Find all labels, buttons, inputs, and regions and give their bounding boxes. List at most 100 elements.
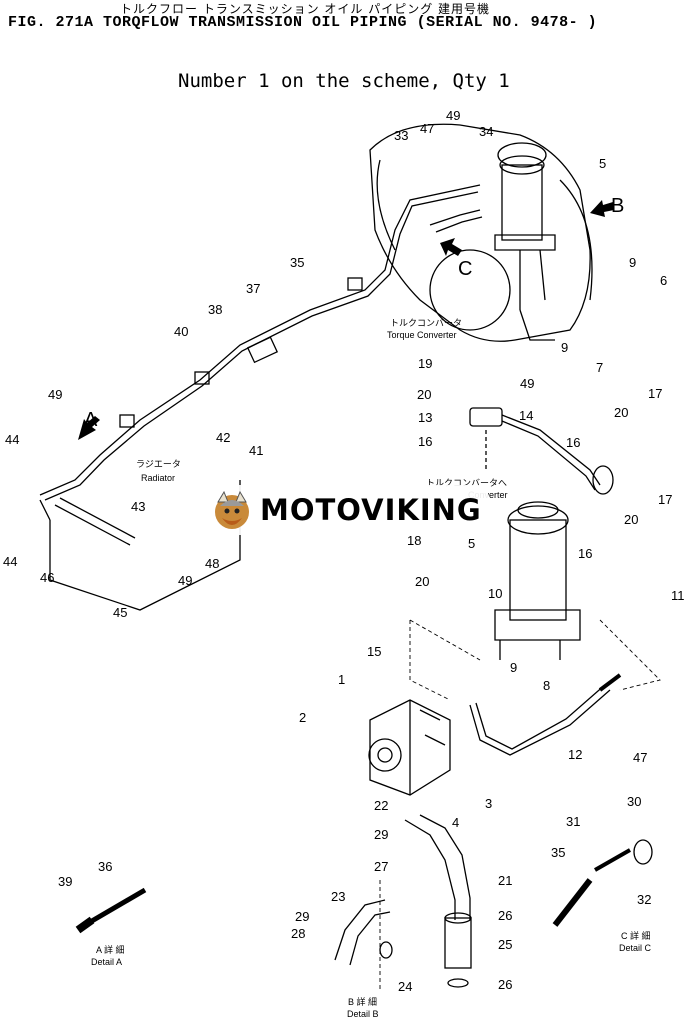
detail-a-part (75, 887, 147, 934)
callout-44: 44 (3, 554, 17, 569)
callout-39: 39 (58, 874, 72, 889)
callout-34: 34 (479, 124, 493, 139)
suction-pipe (404, 814, 472, 988)
callout-49: 49 (178, 573, 192, 588)
caption-detail-c-jp: C 詳 細 (621, 930, 651, 941)
callout-49: 49 (48, 387, 62, 402)
callout-19: 19 (418, 356, 432, 371)
callout-2: 2 (299, 710, 306, 725)
oil-filter-top (494, 142, 556, 310)
callout-41: 41 (249, 443, 263, 458)
callout-24: 24 (398, 979, 412, 994)
callout-36: 36 (98, 859, 112, 874)
callout-37: 37 (246, 281, 260, 296)
callout-17: 17 (648, 386, 662, 401)
caption-detail-a-jp: A 詳 細 (96, 944, 125, 955)
callout-35: 35 (290, 255, 304, 270)
viking-logo-icon (215, 490, 249, 529)
callout-20: 20 (415, 574, 429, 589)
watermark-text: MOTOVIKING (260, 493, 482, 527)
callout-9: 9 (561, 340, 568, 355)
callout-29: 29 (374, 827, 388, 842)
callout-28: 28 (291, 926, 305, 941)
callout-9: 9 (629, 255, 636, 270)
callout-7: 7 (596, 360, 603, 375)
caption-torque-converter-jp: トルクコンバータ (390, 318, 462, 328)
caption-to-torque-converter-jp: トルクコンバータへ (426, 478, 507, 488)
callout-22: 22 (374, 798, 388, 813)
callout-4: 4 (452, 815, 459, 830)
oil-filter-bottom (494, 501, 581, 660)
callout-1: 1 (338, 672, 345, 687)
caption-detail-b: Detail B (347, 1009, 379, 1019)
caption-radiator-jp: ラジエータ (136, 459, 181, 469)
detail-b-elbow (334, 899, 393, 966)
callout-11: 11 (671, 588, 685, 603)
caption-torque-converter: Torque Converter (387, 330, 457, 340)
arrow-b-label: B (611, 195, 624, 217)
callout-32: 32 (637, 892, 651, 907)
callout-18: 18 (407, 533, 421, 548)
callout-47: 47 (420, 121, 434, 136)
callout-3: 3 (485, 796, 492, 811)
callout-17: 17 (658, 492, 672, 507)
callout-35: 35 (551, 845, 565, 860)
callout-45: 45 (113, 605, 127, 620)
callout-26: 26 (498, 908, 512, 923)
callout-9: 9 (510, 660, 517, 675)
callout-20: 20 (417, 387, 431, 402)
callout-13: 13 (418, 410, 432, 425)
assembly-lines (379, 619, 661, 990)
callout-20: 20 (624, 512, 638, 527)
mid-bracket (469, 407, 614, 495)
caption-radiator: Radiator (141, 473, 175, 483)
callout-16: 16 (566, 435, 580, 450)
callout-8: 8 (543, 678, 550, 693)
arrow-c-label: C (458, 258, 472, 280)
callout-14: 14 (519, 408, 533, 423)
torque-converter-housing (369, 123, 593, 342)
arrow-a-icon (78, 416, 100, 440)
callout-26: 26 (498, 977, 512, 992)
callout-16: 16 (418, 434, 432, 449)
callout-10: 10 (488, 586, 502, 601)
callout-33: 33 (394, 128, 408, 143)
caption-detail-b-jp: B 詳 細 (348, 996, 377, 1007)
callout-16: 16 (578, 546, 592, 561)
arrow-b-icon (590, 200, 614, 217)
callout-30: 30 (627, 794, 641, 809)
arrow-c-icon (440, 238, 462, 256)
callout-43: 43 (131, 499, 145, 514)
callout-46: 46 (40, 570, 54, 585)
callout-6: 6 (660, 273, 667, 288)
tube-12 (469, 673, 622, 756)
arrow-markers (78, 200, 614, 440)
callout-40: 40 (174, 324, 188, 339)
callout-25: 25 (498, 937, 512, 952)
watermark: MOTOVIKING (206, 485, 488, 535)
callout-42: 42 (216, 430, 230, 445)
callout-38: 38 (208, 302, 222, 317)
caption-detail-c: Detail C (619, 943, 652, 953)
callout-47: 47 (633, 750, 647, 765)
callout-49: 49 (520, 376, 534, 391)
detail-c-part (552, 839, 653, 927)
upper-piping (39, 184, 483, 501)
callout-44: 44 (5, 432, 19, 447)
callout-48: 48 (205, 556, 219, 571)
callout-31: 31 (566, 814, 580, 829)
callout-15: 15 (367, 644, 381, 659)
figure-title: FIG. 271A TORQFLOW TRANSMISSION OIL PIPI… (8, 14, 598, 31)
callout-12: 12 (568, 747, 582, 762)
callout-21: 21 (498, 873, 512, 888)
scheme-subtitle: Number 1 on the scheme, Qty 1 (178, 70, 510, 92)
callout-49: 49 (446, 108, 460, 123)
callout-5: 5 (468, 536, 475, 551)
pump (368, 699, 451, 796)
callout-20: 20 (614, 405, 628, 420)
callout-29: 29 (295, 909, 309, 924)
caption-detail-a: Detail A (91, 957, 122, 967)
arrow-a-label: A (84, 409, 98, 431)
japanese-title: トルクフロー トランスミッション オイル パイピング 建用号機 (120, 2, 491, 16)
